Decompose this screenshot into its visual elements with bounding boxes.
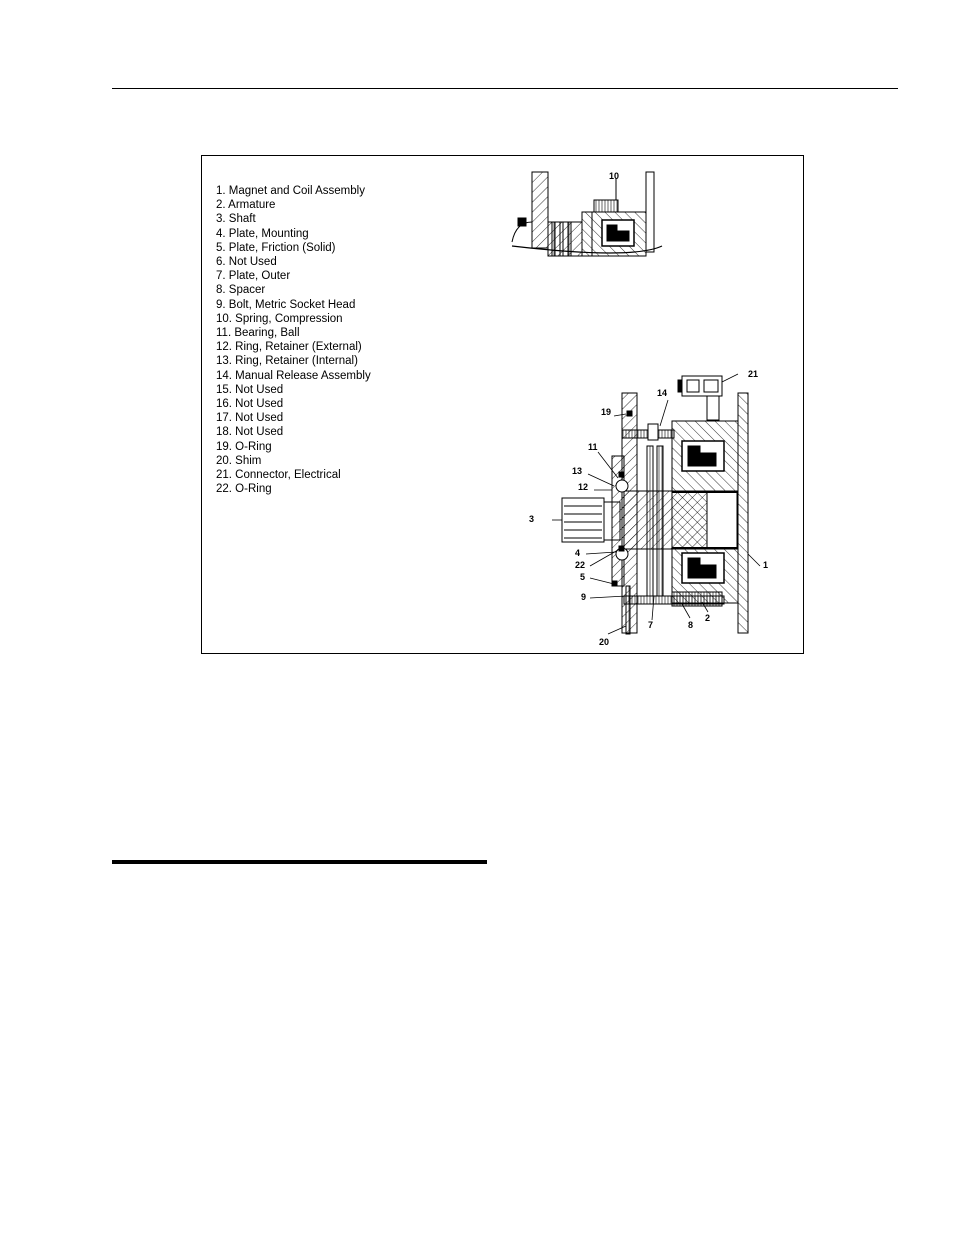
callout-7: 7 <box>648 620 653 630</box>
legend-item: 4. Plate, Mounting <box>216 227 309 240</box>
legend-item: 9. Bolt, Metric Socket Head <box>216 298 356 311</box>
callout-labels: 10 21 14 19 11 13 12 3 4 22 5 1 9 2 8 7 … <box>529 171 768 647</box>
legend-item: 14. Manual Release Assembly <box>216 369 371 382</box>
parts-legend: 1. Magnet and Coil Assembly 2. Armature … <box>216 184 371 496</box>
brake-cross-section-drawing: 10 21 14 19 11 13 12 3 4 22 5 1 9 2 8 7 … <box>511 171 768 647</box>
legend-item: 15. Not Used <box>216 383 284 396</box>
legend-item: 20. Shim <box>216 454 262 467</box>
detail-view <box>511 171 663 257</box>
section-divider <box>112 860 487 864</box>
legend-item: 16. Not Used <box>216 398 284 411</box>
callout-19: 19 <box>601 407 611 417</box>
callout-11: 11 <box>588 442 598 452</box>
legend-item: 6. Not Used <box>216 256 277 269</box>
legend-item: 11. Bearing, Ball <box>216 327 300 340</box>
callout-21: 21 <box>748 369 758 379</box>
figure-frame: 1. Magnet and Coil Assembly 2. Armature … <box>201 155 804 654</box>
legend-item: 12. Ring, Retainer (External) <box>216 341 362 354</box>
callout-12: 12 <box>578 482 588 492</box>
callout-5: 5 <box>580 572 585 582</box>
legend-item: 17. Not Used <box>216 412 284 425</box>
callout-9: 9 <box>581 592 586 602</box>
callout-4: 4 <box>575 548 580 558</box>
callout-1: 1 <box>763 560 768 570</box>
callout-20: 20 <box>599 637 609 647</box>
legend-item: 19. O-Ring <box>216 440 272 453</box>
callout-2: 2 <box>705 613 710 623</box>
legend-item: 3. Shaft <box>216 213 256 226</box>
leader-lines <box>552 180 761 635</box>
legend-item: 21. Connector, Electrical <box>216 469 341 482</box>
callout-13: 13 <box>572 466 582 476</box>
legend-item: 8. Spacer <box>216 284 266 297</box>
main-section-view <box>561 375 749 635</box>
legend-item: 2. Armature <box>216 199 276 212</box>
callout-3: 3 <box>529 514 534 524</box>
callout-22: 22 <box>575 560 585 570</box>
legend-item: 1. Magnet and Coil Assembly <box>216 185 365 197</box>
legend-item: 7. Plate, Outer <box>216 270 291 283</box>
callout-8: 8 <box>688 620 693 630</box>
legend-item: 10. Spring, Compression <box>216 312 343 325</box>
legend-item: 13. Ring, Retainer (Internal) <box>216 355 358 368</box>
callout-10: 10 <box>609 171 619 181</box>
callout-14: 14 <box>657 388 667 398</box>
legend-item: 22. O-Ring <box>216 483 272 496</box>
header-rule <box>112 88 898 89</box>
legend-item: 5. Plate, Friction (Solid) <box>216 241 336 254</box>
legend-item: 18. Not Used <box>216 426 284 439</box>
